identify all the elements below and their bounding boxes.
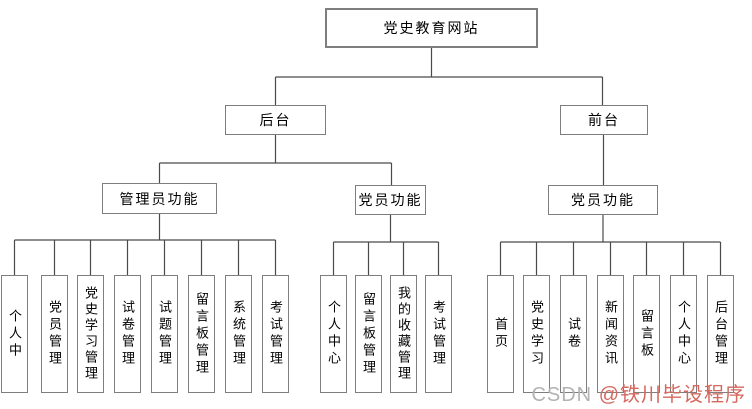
leaf-node: 试卷 — [560, 275, 587, 393]
leaf-node: 考试管理 — [262, 275, 289, 393]
leaf-node-label: 留言板管理 — [194, 291, 209, 377]
leaf-node: 个人中 — [1, 275, 28, 393]
leaf-node-label: 党员管理 — [47, 300, 62, 368]
leaf-node: 首页 — [487, 275, 514, 393]
leaf-node-label: 党史学习管理 — [83, 286, 98, 382]
node-member-functions-backend: 党员功能 — [355, 185, 426, 215]
leaf-node: 我的收藏管理 — [390, 275, 417, 393]
leaf-node: 考试管理 — [425, 275, 452, 393]
leaf-node: 试卷管理 — [114, 275, 141, 393]
leaf-node-label: 个人中 — [7, 308, 22, 360]
node-admin-functions: 管理员功能 — [102, 183, 217, 214]
leaf-node-label: 留言板 — [639, 308, 654, 360]
leaf-node-label: 留言板管理 — [361, 291, 376, 377]
root-node-site: 党史教育网站 — [325, 8, 538, 48]
leaf-node-label: 试卷管理 — [120, 300, 135, 368]
leaf-node: 留言板 — [633, 275, 660, 393]
node-frontend: 前台 — [560, 105, 648, 135]
leaf-node: 个人中心 — [670, 275, 697, 393]
node-backend: 后台 — [225, 105, 326, 135]
leaf-node: 个人中心 — [320, 275, 347, 393]
node-member-functions-frontend: 党员功能 — [548, 185, 658, 215]
leaf-node-label: 试卷 — [566, 317, 581, 351]
leaf-node-label: 考试管理 — [431, 300, 446, 368]
leaf-node-label: 党史学习 — [529, 300, 544, 368]
leaf-node: 后台管理 — [707, 275, 734, 393]
leaf-node-label: 系统管理 — [231, 300, 246, 368]
leaf-node: 留言板管理 — [355, 275, 382, 393]
leaf-node-label: 我的收藏管理 — [396, 286, 411, 382]
leaf-node-label: 后台管理 — [713, 300, 728, 368]
leaf-node: 新闻资讯 — [597, 275, 624, 393]
leaf-node: 试题管理 — [151, 275, 178, 393]
leaf-node-label: 考试管理 — [268, 300, 283, 368]
leaf-node: 党史学习管理 — [77, 275, 104, 393]
leaf-node: 党史学习 — [523, 275, 550, 393]
leaf-node-label: 首页 — [493, 317, 508, 351]
leaf-node-label: 个人中心 — [326, 300, 341, 368]
leaf-node: 党员管理 — [41, 275, 68, 393]
leaf-node: 系统管理 — [225, 275, 252, 393]
leaf-node: 留言板管理 — [188, 275, 215, 393]
leaf-node-label: 试题管理 — [157, 300, 172, 368]
leaf-node-label: 新闻资讯 — [603, 300, 618, 368]
leaf-node-label: 个人中心 — [676, 300, 691, 368]
